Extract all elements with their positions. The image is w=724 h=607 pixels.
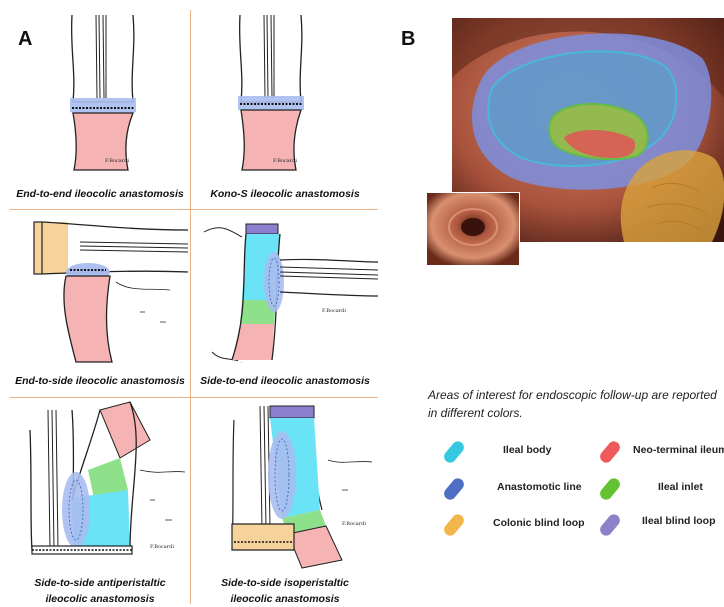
svg-text:F.Bocardi: F.Bocardi [342,521,366,527]
side-to-end-anastomosis-diagram: F.Bocardi [202,212,378,370]
caption-kono-s: Kono-S ileocolic anastomosis [192,188,378,200]
side-to-side-isoperistaltic-diagram: F.Bocardi [202,400,378,572]
legend-title: Areas of interest for endoscopic follow-… [428,386,724,422]
caption-anti-line-2: ileocolic anastomosis [10,591,190,607]
horizontal-divider-1 [10,209,378,210]
ileal-body-swatch [442,439,467,465]
ileal-inlet-swatch [598,476,623,502]
signature: F.Bocardi [105,158,129,164]
legend-label: Neo-terminal ileum [633,444,724,456]
end-to-end-anastomosis-diagram: F.Bocardi [40,10,190,180]
ileal-blind-loop-swatch [598,512,623,538]
anastomotic-line-swatch [442,476,467,502]
side-to-side-antiperistaltic-diagram: F.Bocardi [20,400,190,572]
caption-end-to-end: End-to-end ileocolic anastomosis [10,188,190,200]
caption-side-to-side-anti: Side-to-side antiperistaltic ileocolic a… [10,575,190,607]
legend-label: Ileal blind loop [642,515,716,527]
caption-end-to-side: End-to-side ileocolic anastomosis [10,375,190,387]
endoscopy-thumbnail [426,192,520,266]
kono-s-anastomosis-diagram: F.Bocardi [208,10,358,180]
svg-text:F.Bocardi: F.Bocardi [150,544,174,550]
caption-side-to-end: Side-to-end ileocolic anastomosis [192,375,378,387]
panel-a-label: A [18,28,32,51]
caption-anti-line-1: Side-to-side antiperistaltic [10,575,190,591]
vertical-divider [190,10,191,604]
horizontal-divider-2 [10,397,378,398]
svg-text:F.Bocardi: F.Bocardi [322,308,346,314]
caption-iso-line-2: ileocolic anastomosis [192,591,378,607]
caption-side-to-side-iso: Side-to-side isoperistaltic ileocolic an… [192,575,378,607]
svg-text:F.Bocardi: F.Bocardi [273,158,297,164]
legend-label: Ileal body [503,444,551,456]
end-to-side-anastomosis-diagram [20,212,190,370]
legend-label: Colonic blind loop [493,517,585,529]
caption-iso-line-1: Side-to-side isoperistaltic [192,575,378,591]
legend-label: Anastomotic line [497,481,582,493]
neo-terminal-ileum-swatch [598,439,623,465]
legend-label: Ileal inlet [658,481,703,493]
panel-b-label: B [401,28,415,51]
colonic-blind-loop-swatch [442,512,467,538]
